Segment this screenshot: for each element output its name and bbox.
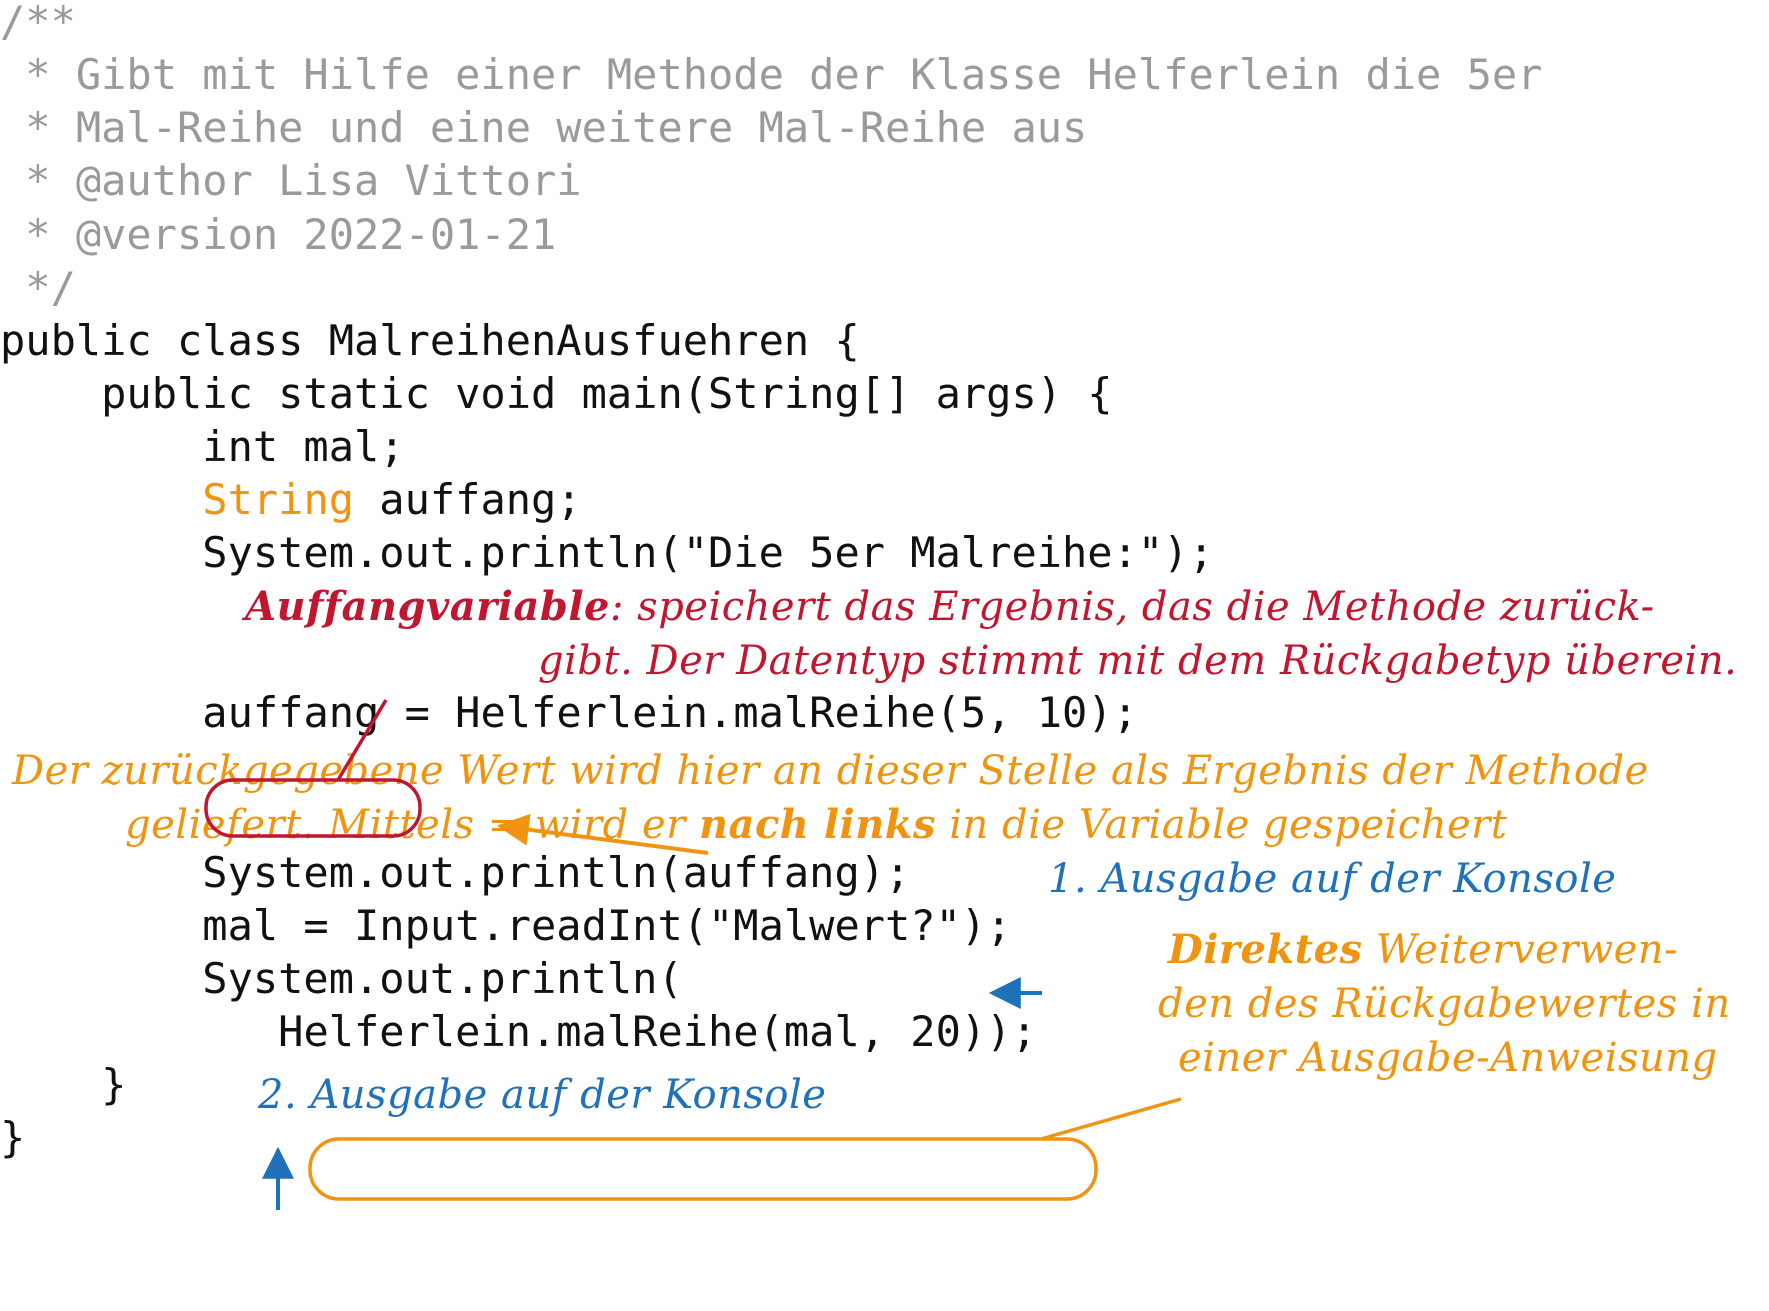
comment-line-5: * @version 2022-01-21 (0, 210, 557, 259)
println-title-statement: System.out.println("Die 5er Malreihe:"); (0, 528, 1214, 577)
direktes-desc-1: Weiterverwen- (1362, 927, 1679, 973)
assignment-statement: auffang = Helferlein.malReihe(5, 10); (0, 683, 1138, 743)
int-declaration: int mal; (0, 422, 405, 471)
comment-line-2: * Gibt mit Hilfe einer Methode der Klass… (0, 50, 1543, 99)
comment-line-1: /** (0, 0, 76, 46)
println-auffang-statement: System.out.println(auffang); (0, 848, 911, 897)
ausgabe-1-note: 1. Ausgabe auf der Konsole (1048, 856, 1617, 902)
auffang-highlight-outline (204, 778, 422, 838)
string-declaration: String auffang; (0, 470, 582, 530)
ausgabe-2-note: 2. Ausgabe auf der Konsole (258, 1072, 827, 1118)
rueckgabe-desc-post: in die Variable gespeichert (936, 802, 1508, 848)
comment-line-3: * Mal-Reihe und eine weitere Mal-Reihe a… (0, 103, 1088, 152)
string-type-keyword: String (202, 475, 355, 524)
nested-close: ); (986, 1007, 1037, 1056)
println-open-statement: System.out.println( (0, 954, 683, 1003)
nested-call-statement: Helferlein.malReihe(mal, 20)); (0, 1002, 1037, 1062)
direktes-note-line-1: Direktes Weiterverwen- (1168, 920, 1678, 980)
comment-line-6: */ (0, 263, 76, 312)
nach-links-emphasis: nach links (698, 801, 937, 848)
read-int-statement: mal = Input.readInt("Malwert?"); (0, 901, 1012, 950)
auffangvariable-desc-1: : speichert das Ergebnis, das die Method… (609, 584, 1655, 630)
rueckgabe-desc-pre: geliefert. Mittels = wird er (125, 802, 699, 848)
main-declaration: public static void main(String[] args) { (0, 369, 1113, 418)
comment-line-4: * @author Lisa Vittori (0, 156, 582, 205)
direktes-term: Direktes (1168, 926, 1363, 973)
nested-method-call: Helferlein.malReihe(mal, 20) (278, 1007, 987, 1056)
close-class-brace: } (0, 1113, 26, 1162)
close-main-brace: } (0, 1060, 127, 1109)
auffang-variable: auffang (202, 688, 380, 737)
auffangvariable-leader-line (336, 699, 388, 781)
auffangvariable-term: Auffangvariable (245, 583, 610, 630)
auffangvariable-note-line-2: gibt. Der Datentyp stimmt mit dem Rückga… (538, 638, 1738, 684)
direktes-note-line-2: den des Rückgabewertes in (1158, 981, 1731, 1027)
direktes-note-line-3: einer Ausgabe-Anweisung (1178, 1035, 1718, 1081)
assign-rest: = Helferlein.malReihe(5, 10); (379, 688, 1138, 737)
nested-call-highlight-outline (308, 1137, 1098, 1201)
rueckgabe-note-line-1: Der zurückgegebene Wert wird hier an die… (12, 748, 1649, 794)
rueckgabe-note-line-2: geliefert. Mittels = wird er nach links … (125, 795, 1507, 855)
auffangvariable-note-line-1: Auffangvariable: speichert das Ergebnis,… (245, 577, 1655, 637)
class-declaration: public class MalreihenAusfuehren { (0, 316, 860, 365)
string-decl-rest: auffang; (354, 475, 582, 524)
rueckgabe-arrow (496, 813, 709, 855)
direktes-leader-line (1040, 1097, 1182, 1141)
